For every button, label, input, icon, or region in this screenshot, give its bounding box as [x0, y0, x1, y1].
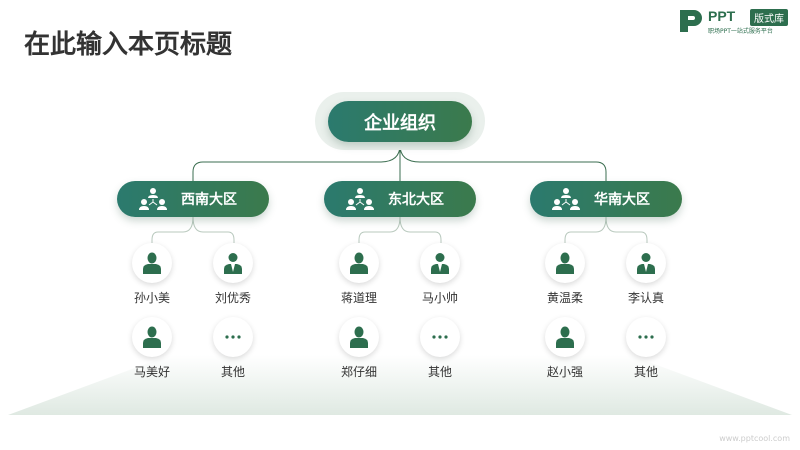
region-node[interactable]: 西南大区 [117, 181, 269, 217]
member-avatar[interactable] [213, 317, 253, 357]
female-user-icon [143, 252, 161, 274]
member-name: 赵小强 [546, 365, 583, 379]
member-avatar[interactable] [626, 317, 666, 357]
member-avatar[interactable] [420, 243, 460, 283]
member-name: 孙小美 [133, 291, 170, 305]
website-url: www.pptcool.com [719, 434, 790, 443]
member-name: 蒋道理 [340, 291, 377, 305]
logo-text: PPT [708, 8, 736, 24]
member-avatar[interactable] [626, 243, 666, 283]
female-user-icon [350, 252, 368, 274]
root-node[interactable]: 企业组织 [328, 101, 472, 142]
logo-badge: 版式库 [750, 9, 788, 26]
region-label: 华南大区 [594, 192, 650, 208]
region-label: 东北大区 [388, 192, 444, 208]
org-structure-icon [346, 187, 374, 211]
org-structure-icon [139, 187, 167, 211]
more-icon [225, 335, 241, 339]
logo: PPT 版式库 职场PPT一站式服务平台 [678, 8, 794, 36]
member-name: 马美好 [133, 365, 170, 379]
male-suit-user-icon [637, 252, 655, 274]
member-avatar[interactable] [545, 317, 585, 357]
member-avatar[interactable] [213, 243, 253, 283]
member-avatar[interactable] [545, 243, 585, 283]
logo-subtitle: 职场PPT一站式服务平台 [708, 28, 773, 35]
org-structure-icon [552, 187, 580, 211]
male-suit-user-icon [431, 252, 449, 274]
more-icon [638, 335, 654, 339]
member-name: 马小帅 [421, 291, 458, 305]
logo-mark-icon [680, 10, 702, 32]
member-avatar[interactable] [339, 243, 379, 283]
member-avatar[interactable] [132, 317, 172, 357]
member-name: 其他 [220, 365, 245, 379]
member-name: 其他 [633, 365, 658, 379]
region-node[interactable]: 东北大区 [324, 181, 476, 217]
more-icon [432, 335, 448, 339]
male-suit-user-icon [224, 252, 242, 274]
member-name: 黄温柔 [546, 291, 583, 305]
page-title: 在此输入本页标题 [24, 30, 233, 60]
member-avatar[interactable] [132, 243, 172, 283]
female-user-icon [143, 326, 161, 348]
female-user-icon [556, 252, 574, 274]
member-avatar[interactable] [420, 317, 460, 357]
region-label: 西南大区 [181, 192, 237, 208]
member-name: 刘优秀 [214, 291, 251, 305]
member-name: 郑仔细 [340, 365, 377, 379]
region-node[interactable]: 华南大区 [530, 181, 682, 217]
member-avatar[interactable] [339, 317, 379, 357]
female-user-icon [350, 326, 368, 348]
member-name: 李认真 [627, 291, 664, 305]
female-user-icon [556, 326, 574, 348]
member-name: 其他 [427, 365, 452, 379]
